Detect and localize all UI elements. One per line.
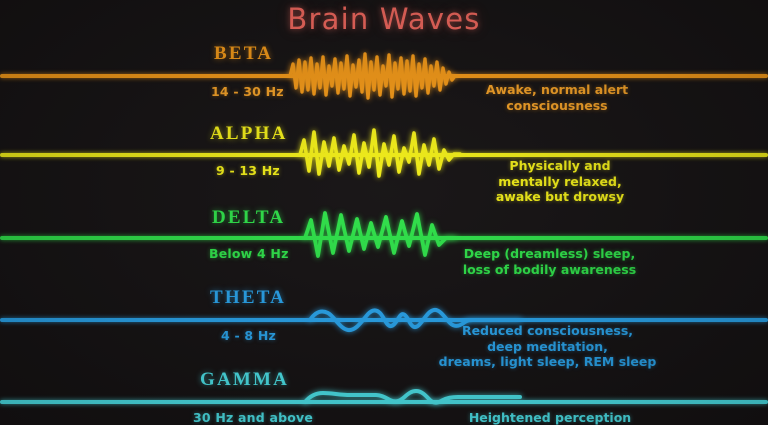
beta-waveform: [288, 52, 457, 100]
delta-description: Deep (dreamless) sleep, loss of bodily a…: [462, 246, 637, 277]
alpha-label: ALPHA: [210, 123, 288, 144]
band-beta: BETA 14 - 30 Hz Awake, normal alert cons…: [0, 0, 768, 118]
theta-frequency: 4 - 8 Hz: [221, 328, 276, 343]
page-title: Brain Waves: [287, 2, 481, 36]
theta-description: Reduced consciousness, deep meditation, …: [438, 323, 657, 369]
beta-description: Awake, normal alert consciousness: [485, 82, 629, 113]
theta-label: THETA: [210, 287, 287, 308]
delta-baseline: [0, 236, 768, 240]
gamma-baseline: [0, 400, 768, 404]
band-gamma: GAMMA 30 Hz and above Heightened percept…: [0, 365, 768, 425]
alpha-description: Physically and mentally relaxed, awake b…: [495, 158, 625, 204]
band-delta: DELTA Below 4 Hz Deep (dreamless) sleep,…: [0, 201, 768, 285]
delta-label: DELTA: [212, 207, 286, 228]
band-alpha: ALPHA 9 - 13 Hz Physically and mentally …: [0, 118, 768, 204]
delta-frequency: Below 4 Hz: [209, 246, 289, 261]
beta-frequency: 14 - 30 Hz: [211, 84, 284, 99]
gamma-description: Heightened perception: [468, 410, 632, 425]
band-theta: THETA 4 - 8 Hz Reduced consciousness, de…: [0, 285, 768, 369]
delta-waveform: [303, 211, 457, 258]
gamma-label: GAMMA: [200, 369, 290, 390]
alpha-waveform: [298, 128, 462, 178]
alpha-frequency: 9 - 13 Hz: [216, 163, 280, 178]
gamma-frequency: 30 Hz and above: [193, 410, 314, 425]
theta-waveform: [308, 307, 522, 333]
beta-label: BETA: [214, 43, 274, 64]
gamma-waveform: [303, 389, 522, 405]
